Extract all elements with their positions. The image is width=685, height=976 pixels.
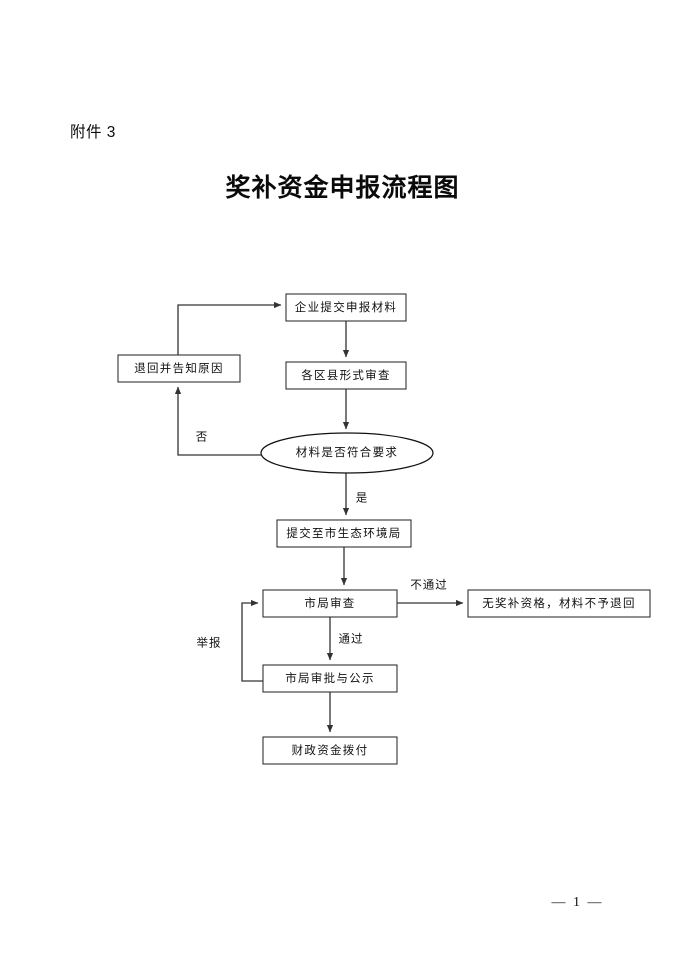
node-decision-label: 材料是否符合要求	[296, 445, 398, 459]
edge-label-report: 举报	[197, 636, 222, 650]
node-disburse-label: 财政资金拨付	[292, 743, 369, 757]
node-bureau-review[interactable]: 市局审查	[262, 589, 398, 618]
node-submit-bureau[interactable]: 提交至市生态环境局	[276, 519, 412, 548]
node-approve-public-label: 市局审批与公示	[285, 671, 375, 685]
node-district-check-label: 各区县形式审查	[301, 368, 391, 382]
edge-decision-no-to-return-notify	[174, 386, 261, 456]
node-district-check[interactable]: 各区县形式审查	[285, 361, 407, 390]
page-number-text: — 1 —	[551, 895, 604, 910]
page-title: 奖补资金申报流程图	[225, 175, 460, 202]
node-return-notify[interactable]: 退回并告知原因	[117, 354, 241, 383]
edge-label-pass: 通过	[339, 633, 364, 646]
edge-report-loop	[241, 599, 263, 682]
node-no-eligibility[interactable]: 无奖补资格，材料不予退回	[467, 589, 651, 618]
edge-label-fail: 不通过	[410, 579, 448, 592]
node-submit-label: 企业提交申报材料	[295, 300, 397, 314]
page-number: — 1 —	[0, 895, 685, 911]
edge-return-notify-to-submit	[177, 301, 282, 355]
node-submit[interactable]: 企业提交申报材料	[285, 293, 407, 322]
node-disburse[interactable]: 财政资金拨付	[262, 736, 398, 765]
node-approve-public[interactable]: 市局审批与公示	[262, 664, 398, 693]
edge-label-no: 否	[196, 432, 209, 444]
node-bureau-review-label: 市局审查	[304, 596, 355, 610]
node-submit-bureau-label: 提交至市生态环境局	[286, 526, 401, 540]
edge-label-yes: 是	[356, 492, 369, 505]
node-decision[interactable]: 材料是否符合要求	[260, 432, 434, 474]
attachment-label: 附件 3	[70, 124, 116, 141]
node-no-eligibility-label: 无奖补资格，材料不予退回	[482, 596, 636, 610]
node-return-notify-label: 退回并告知原因	[134, 361, 224, 375]
